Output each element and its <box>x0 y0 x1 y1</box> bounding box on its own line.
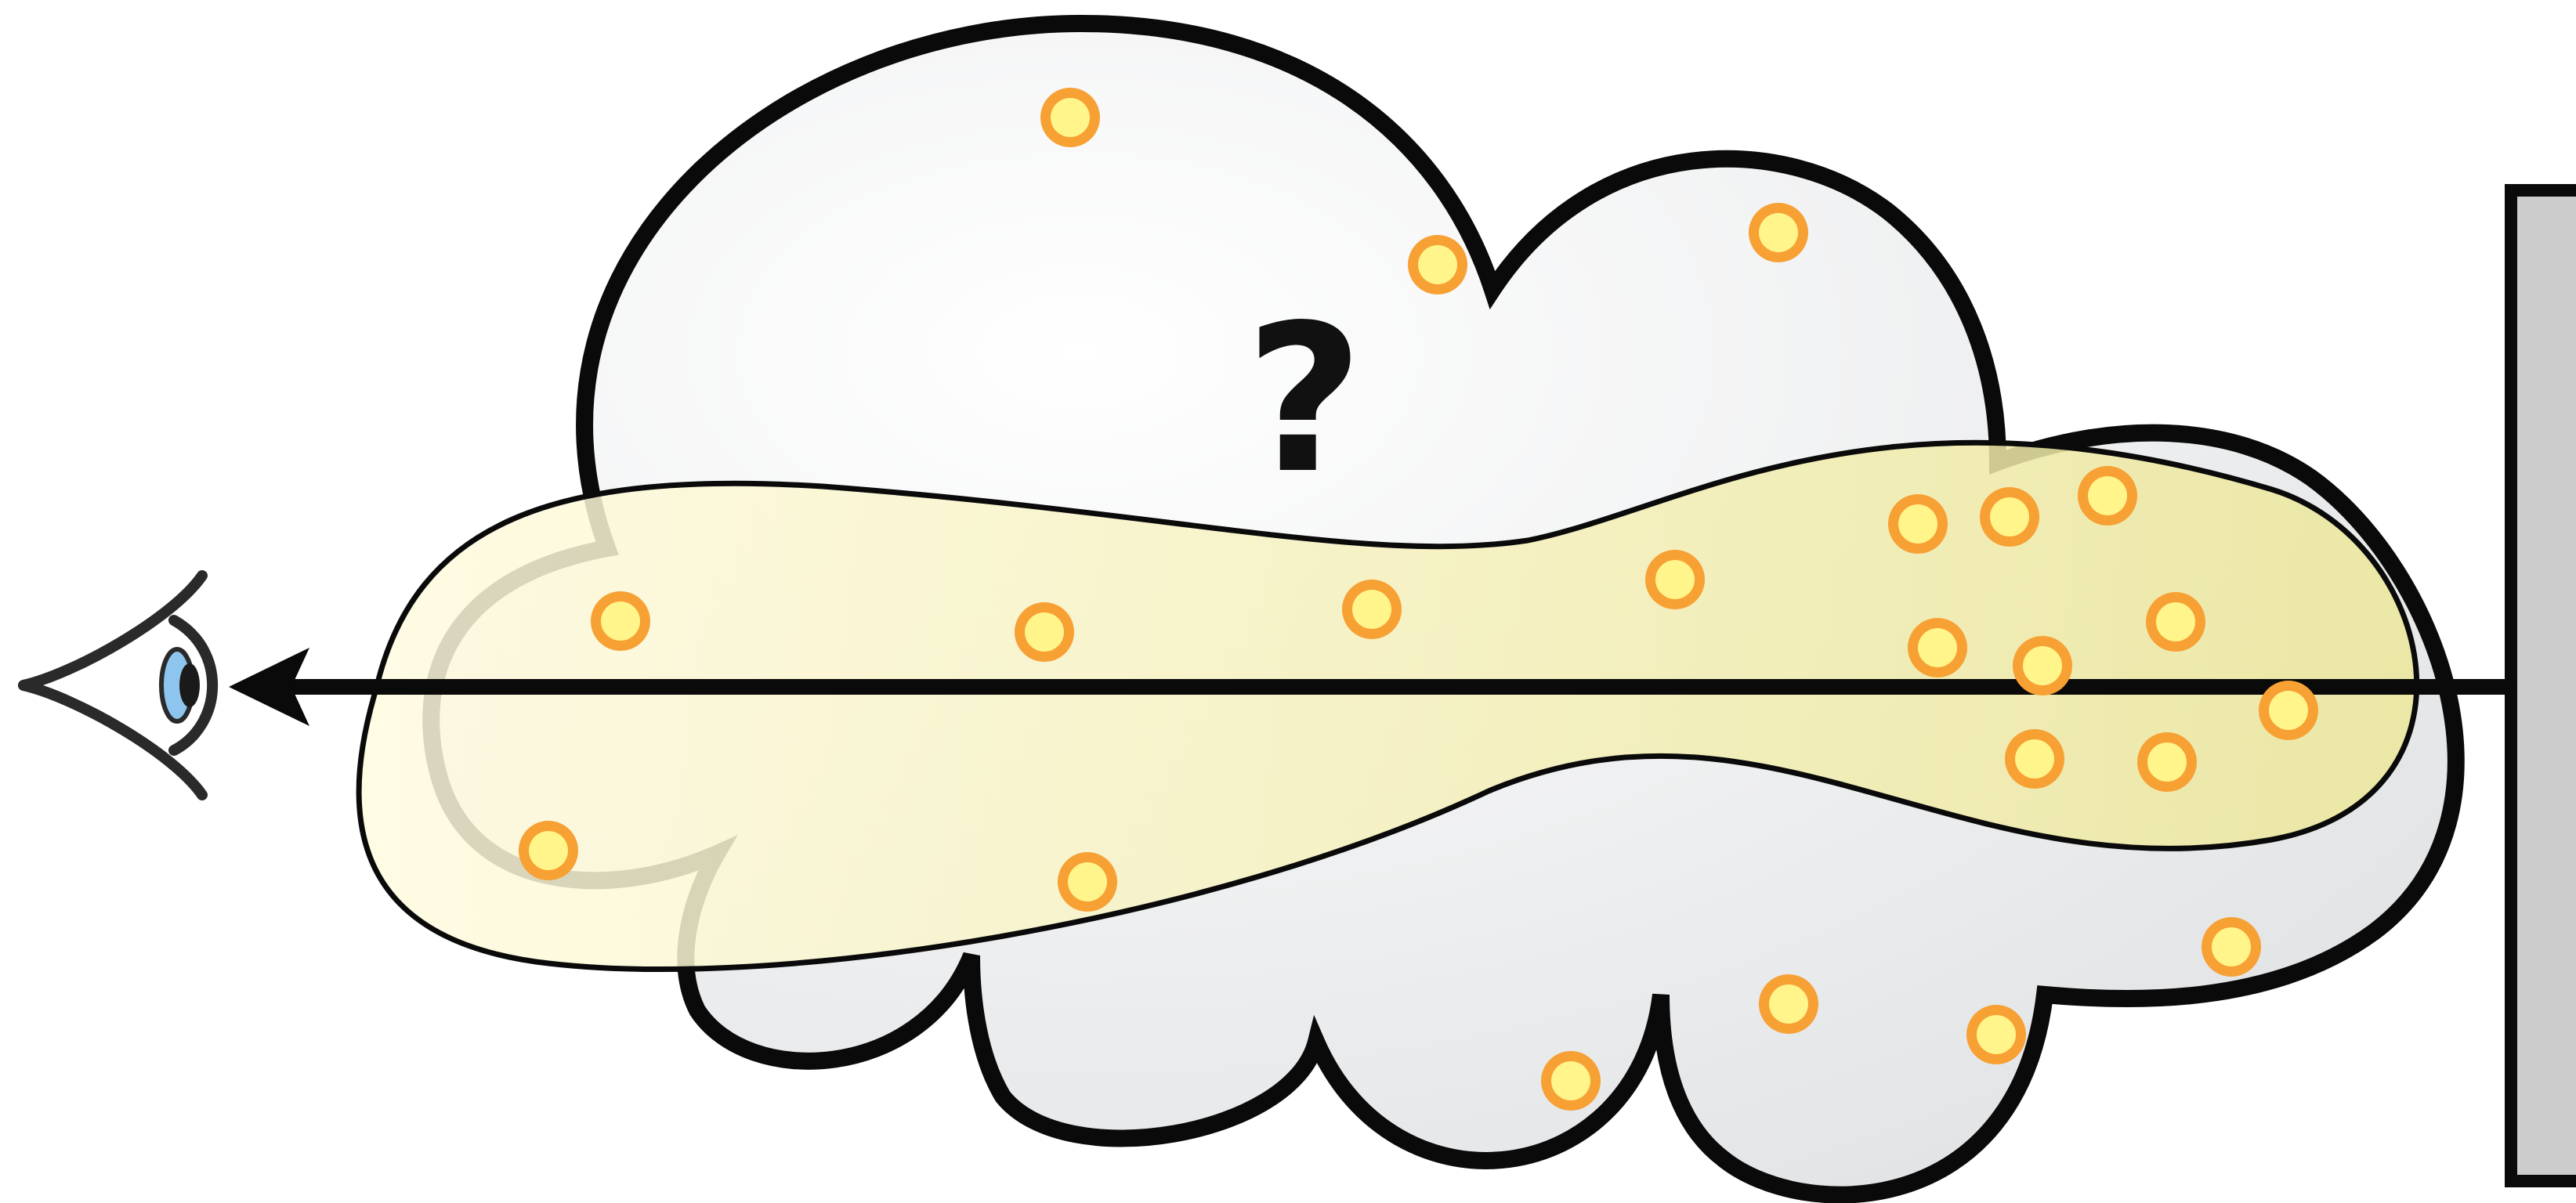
particle-core <box>1051 98 1090 137</box>
particle-core <box>2023 646 2062 685</box>
particle-core <box>1898 504 1937 544</box>
particle-core <box>601 602 640 641</box>
particle-core <box>1977 1015 2016 1054</box>
eye-pupil <box>179 663 200 707</box>
particle-core <box>2212 927 2251 966</box>
particle-core <box>1759 213 1798 252</box>
particle-core <box>1918 628 1957 667</box>
particle-core <box>1068 862 1107 901</box>
particle-core <box>2147 742 2187 782</box>
question-mark: ? <box>1246 282 1364 518</box>
particle-core <box>1655 560 1695 599</box>
eye-icon <box>24 576 212 795</box>
particle-core <box>1990 497 2029 536</box>
particle-core <box>2156 602 2195 641</box>
particle-core <box>2015 739 2054 779</box>
particle-core <box>529 831 568 870</box>
particle-core <box>1025 612 1064 652</box>
particle-core <box>2269 691 2308 730</box>
particle-core <box>2088 476 2127 515</box>
light-source-panel <box>2511 190 2576 1181</box>
particle-core <box>1418 245 1457 284</box>
particle-core <box>1769 984 1808 1024</box>
particle-core <box>1551 1061 1590 1100</box>
particle-core <box>1352 590 1391 629</box>
